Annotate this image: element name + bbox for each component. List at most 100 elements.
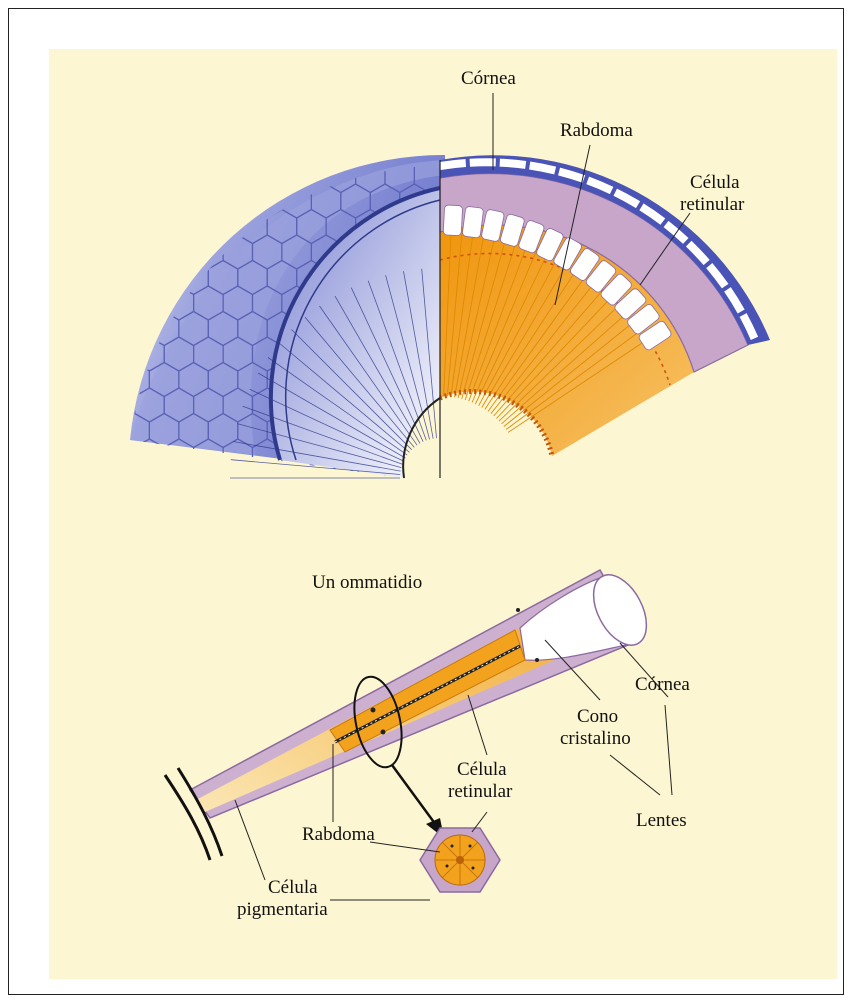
facet-hexagon [149, 261, 179, 295]
facet-hexagon [709, 363, 738, 397]
facet-hexagon [370, 490, 399, 524]
facet-hexagon [208, 516, 238, 550]
crystalline-cone-cell [462, 206, 484, 238]
facet-hexagon [665, 490, 695, 524]
facet-hexagon [738, 618, 768, 652]
facet-hexagon [223, 184, 252, 218]
facet-hexagon [635, 541, 664, 575]
facet-hexagon [253, 490, 282, 524]
facet-hexagon [738, 414, 768, 448]
facet-hexagon [694, 592, 723, 626]
facet-hexagon [738, 516, 768, 550]
facet-hexagon [194, 184, 224, 218]
facet-hexagon [680, 567, 709, 601]
facet-hexagon [444, 567, 473, 601]
facet-hexagon [488, 490, 517, 524]
label-cornea-bottom: Córnea [635, 674, 690, 695]
label-pigment-2: pigmentaria [237, 899, 328, 920]
facet-hexagon [164, 643, 193, 677]
facet-hexagon [208, 567, 238, 601]
facet-hexagon [282, 592, 312, 626]
facet-hexagon [267, 669, 297, 703]
facet-hexagon [724, 643, 754, 677]
facet-hexagon [709, 414, 738, 448]
facet-hexagon [341, 490, 371, 524]
facet-hexagon [311, 490, 340, 524]
facet-hexagon [179, 516, 208, 550]
facet-hexagon [694, 133, 723, 167]
facet-hexagon [518, 541, 548, 575]
facet-hexagon [208, 465, 238, 499]
facet-hexagon [223, 592, 252, 626]
facet-hexagon [738, 567, 768, 601]
facet-hexagon [341, 643, 371, 677]
facet-hexagon [297, 465, 326, 499]
label-cone-2: cristalino [560, 728, 631, 749]
facet-hexagon [488, 439, 517, 473]
facet-hexagon [503, 465, 532, 499]
facet-hexagon [724, 235, 754, 269]
facet-hexagon [635, 490, 664, 524]
facet-hexagon [709, 516, 738, 550]
facet-hexagon [135, 541, 165, 575]
label-rhabdom-top: Rabdoma [560, 120, 633, 141]
facet-hexagon [149, 669, 179, 703]
facet-hexagon [282, 643, 312, 677]
facet-hexagon [518, 439, 548, 473]
facet-hexagon [694, 439, 723, 473]
facet-hexagon [709, 618, 738, 652]
facet-hexagon [459, 439, 489, 473]
label-rhabdom-bottom: Rabdoma [302, 824, 375, 845]
facet-hexagon [341, 541, 371, 575]
facet-hexagon [400, 541, 430, 575]
facet-hexagon [650, 567, 680, 601]
facet-hexagon [105, 439, 134, 473]
facet-hexagon [238, 618, 267, 652]
facet-hexagon [194, 592, 224, 626]
facet-hexagon [429, 592, 458, 626]
facet-hexagon [149, 618, 179, 652]
facet-hexagon [282, 541, 312, 575]
facet-hexagon [694, 541, 723, 575]
facet-hexagon [370, 541, 399, 575]
facet-hexagon [120, 210, 149, 244]
facet-hexagon [738, 159, 768, 193]
facet-hexagon [650, 618, 680, 652]
facet-hexagon [311, 541, 340, 575]
facet-hexagon [414, 516, 444, 550]
facet-hexagon [105, 490, 134, 524]
facet-hexagon [385, 516, 414, 550]
label-cornea-top: Córnea [461, 68, 516, 89]
facet-hexagon [105, 592, 134, 626]
facet-hexagon [444, 414, 473, 448]
facet-hexagon [135, 439, 165, 473]
facet-hexagon [429, 439, 458, 473]
label-retinular-top-2: retinular [680, 194, 745, 215]
facet-hexagon [311, 133, 340, 167]
facet-hexagon [149, 516, 179, 550]
facet-hexagon [311, 592, 340, 626]
facet-hexagon [356, 618, 385, 652]
facet-hexagon [105, 133, 134, 167]
facet-hexagon [105, 286, 134, 320]
facet-hexagon [164, 490, 193, 524]
facet-hexagon [164, 541, 193, 575]
facet-hexagon [267, 159, 297, 193]
facet-hexagon [724, 592, 754, 626]
label-retinular-bottom-2: retinular [448, 781, 513, 802]
facet-hexagon [606, 439, 636, 473]
facet-hexagon [621, 465, 650, 499]
facet-hexagon [444, 465, 473, 499]
facet-hexagon [223, 541, 252, 575]
facet-hexagon [238, 159, 267, 193]
facet-hexagon [120, 159, 149, 193]
facet-hexagon [635, 643, 664, 677]
facet-hexagon [738, 363, 768, 397]
facet-hexagon [429, 541, 458, 575]
facet-hexagon [179, 465, 208, 499]
facet-hexagon [135, 592, 165, 626]
facet-hexagon [135, 133, 165, 167]
facet-hexagon [179, 210, 208, 244]
facet-hexagon [326, 618, 356, 652]
crystalline-cone-cell [443, 205, 462, 236]
